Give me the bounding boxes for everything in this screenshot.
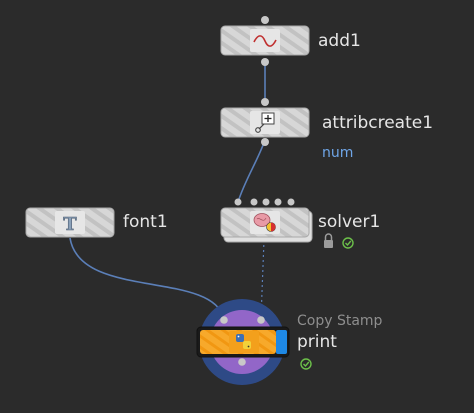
input-connector[interactable] <box>287 198 295 206</box>
checkmark-icon <box>300 358 312 370</box>
lock-icon <box>324 233 333 248</box>
input-connector[interactable] <box>261 98 269 106</box>
node-label-print: print <box>297 332 337 352</box>
node-solver1[interactable] <box>220 198 313 243</box>
display-flag[interactable] <box>276 330 287 354</box>
input-connector[interactable] <box>261 16 269 24</box>
font-t-icon: T <box>63 214 77 235</box>
node-attribcreate1[interactable] <box>220 98 310 146</box>
node-print[interactable] <box>196 299 290 385</box>
checkmark-icon <box>342 237 354 249</box>
node-font1[interactable]: T <box>25 207 115 238</box>
node-label-solver1: solver1 <box>318 212 381 232</box>
output-connector[interactable] <box>238 358 246 366</box>
wire-attribcreate1-to-solver1 <box>237 139 266 203</box>
input-connector[interactable] <box>257 316 265 324</box>
python-icon <box>236 334 251 349</box>
node-label-font1: font1 <box>123 212 168 232</box>
input-connector[interactable] <box>274 198 282 206</box>
output-connector[interactable] <box>261 138 269 146</box>
input-connector[interactable] <box>220 316 228 324</box>
input-connector[interactable] <box>250 198 258 206</box>
attribute-name-label: num <box>322 145 354 161</box>
node-label-add1: add1 <box>318 31 361 51</box>
node-add1[interactable] <box>220 16 310 66</box>
solver-brain-icon <box>253 213 276 232</box>
output-connector[interactable] <box>261 58 269 66</box>
wave-icon <box>253 35 277 47</box>
node-label-attribcreate1: attribcreate1 <box>322 113 434 133</box>
attrib-plus-icon <box>255 112 275 133</box>
input-connector[interactable] <box>262 198 270 206</box>
wire-font1-to-print <box>69 237 225 319</box>
input-connector[interactable] <box>234 198 242 206</box>
node-type-label: Copy Stamp <box>297 313 383 329</box>
